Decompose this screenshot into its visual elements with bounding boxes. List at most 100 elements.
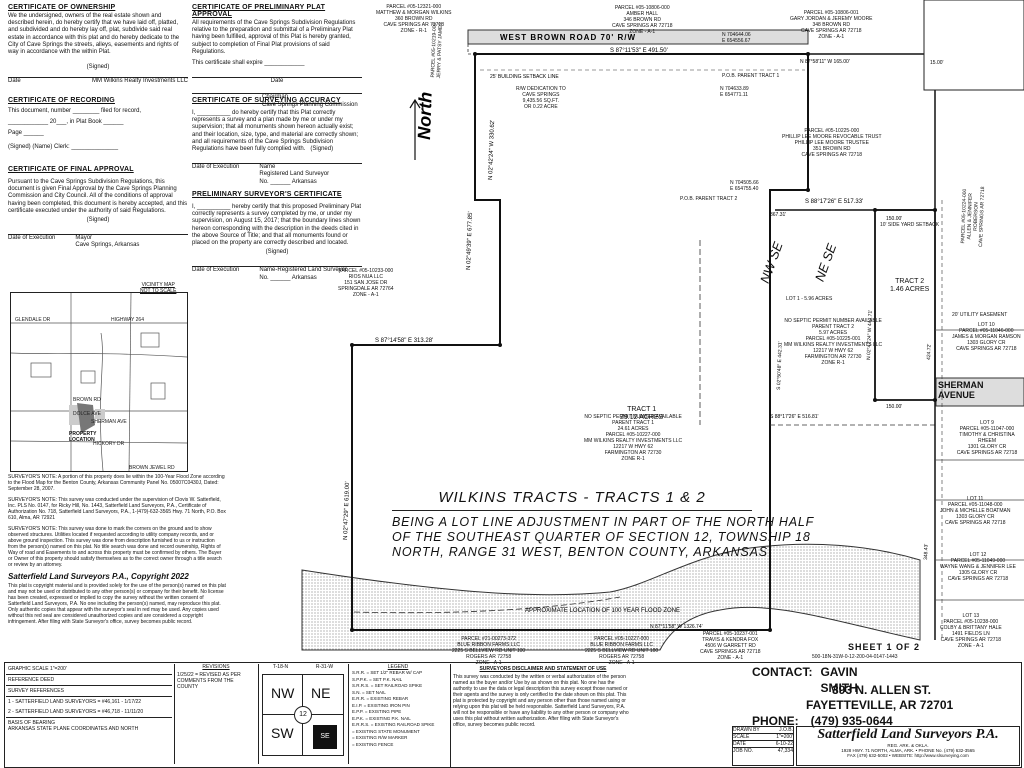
legend-item: S.R.R. = SET 1/2" REBAR W/ CAP [352, 670, 423, 675]
recording-line3: Page ______ [8, 130, 44, 137]
west-brown-road [467, 29, 809, 45]
section-grid: T-18-N R-31-W NW NE SW SE 12 [258, 664, 347, 764]
plat-subtitle: BEING A LOT LINE ADJUSTMENT IN PART OF T… [392, 515, 815, 559]
contact-address1: 393 N. ALLEN ST. [832, 683, 931, 697]
legend-item: E.R.R. = EXISTING REBAR [352, 696, 409, 701]
bearing-150-bottom: 150.00' [886, 404, 902, 410]
preliminary-plat-body: All requirements of the Cave Springs Sub… [192, 20, 358, 55]
copyright-body: This plat is copyright material and is p… [8, 583, 226, 625]
bearing-south: N 87°11'58" W 1326.74' [650, 624, 703, 630]
firm-address: 1928 HWY. 71 NORTH, ALMA, ARK. • PHONE N… [841, 748, 975, 758]
certificate-preliminary-plat: CERTIFICATE OF PRELIMINARY PLAT APPROVAL… [192, 4, 362, 109]
legend-item: E.P.K. = EXISTING P.K. NAIL [352, 715, 411, 721]
bearing-east-lower: 348.43' [923, 544, 930, 560]
recording-line1: This document, number ________ filed for… [8, 108, 142, 114]
vicinity-road-sherman: SHERMAN AVE [91, 419, 127, 425]
parcel-blue-ribbon-21: PARCEL #21-00273-372 BLUE RIBBON FARMS L… [452, 636, 526, 666]
disclaimer-body: This survey was conducted by the written… [453, 674, 629, 728]
preliminary-plat-expire: This certificate shall expire __________… [192, 60, 305, 67]
certificate-surveying-accuracy: CERTIFICATE OF SURVEYING ACCURACY I, ___… [192, 97, 362, 186]
tract2-boundary [874, 209, 936, 401]
legend-item: S.R.R.S. = SET RAILROAD SPIKE [352, 683, 423, 688]
recording-line2: ____________ 20___, in Plat Book ______ [8, 119, 124, 126]
bearing-quarter: S 88°17'26" E 516.81' [770, 414, 819, 420]
disclaimer-box: SURVEYORS DISCLAIMER AND STATEMENT OF US… [450, 664, 635, 768]
side-yard-setback [353, 596, 621, 614]
sheet-corner-box [923, 0, 1024, 91]
legend-item: = EXISTING R/W MARKER [352, 735, 408, 740]
section-number: 12 [294, 706, 312, 724]
parcel-jordan: PARCEL #05-10806-001 GARY JORDAN & JEREM… [790, 10, 873, 40]
parcel-rios: PARCEL #05-10233-000 RIOS NUA LLC 151 SA… [338, 268, 394, 298]
survey-reference-1: 1 - SATTERFIELD LAND SURVEYORS = #46,161… [8, 699, 142, 705]
monuments [350, 52, 937, 632]
contact-address2: FAYETTEVILLE, AR 72701 [806, 698, 954, 712]
certificate-preliminary-surveyor: PRELIMINARY SURVEYOR'S CERTIFICATE I, __… [192, 191, 362, 282]
lot-12-parcel: LOT 12 PARCEL #05-11049-000 WAYNE WANG &… [940, 552, 1016, 582]
legend-item: E.R.R.S. = EXISTING RAILROAD SPIKE [352, 722, 435, 727]
ownership-signature-line: Date MM Wilkins Realty Investments LLC [8, 77, 188, 85]
survey-reference-2: 2 - SATTERFIELD LAND SURVEYORS = #46,718… [6, 707, 172, 718]
vicinity-road-jewel: HICKORY DR [93, 441, 125, 447]
final-date: Date of Execution [8, 235, 56, 242]
firm-name: Satterfield Land Surveyors P.A. [817, 727, 999, 742]
setback-label: 25' BUILDING SETBACK LINE [490, 74, 559, 80]
title-divider [392, 510, 752, 511]
firm-box: Satterfield Land Surveyors P.A. REG. ARK… [796, 726, 1020, 766]
bearing-lot-line: S 02°50'48" E 442.31' [776, 341, 784, 390]
copyright-title: Satterfield Land Surveyors P.A., Copyrig… [8, 572, 189, 581]
section-quad: NW NE SW SE 12 [262, 674, 344, 756]
prelim-surveyor-title: PRELIMINARY SURVEYOR'S CERTIFICATE [192, 191, 342, 198]
survey-references-title: SURVEY REFERENCES [6, 686, 172, 697]
final-body: Pursuant to the Cave Springs Subdivision… [8, 179, 189, 214]
job-number-row: JOB NO.47,334 [733, 748, 793, 754]
ownership-title: CERTIFICATE OF OWNERSHIP [8, 4, 116, 11]
bearing-150-top: 150.00' [886, 216, 902, 222]
pob-parent1: P.O.B. PARENT TRACT 1 [722, 73, 780, 79]
contact-phone-row: PHONE: (479) 935-0644 [752, 713, 893, 729]
parent-tract1-label: NO SEPTIC PERMIT NUMBER AVAILABLE PARENT… [584, 414, 683, 462]
quad-se: SE [313, 725, 337, 749]
surveying-surveyor: Name Registered Land Surveyor No. ______… [259, 164, 330, 185]
preliminary-plat-chairman: Chairman Cave Springs Planning Commissio… [192, 93, 362, 108]
job-label: JOB NO. [733, 748, 754, 754]
plat-drawing: WEST BROWN ROAD 70' R/W S 87°11'53" E 49… [301, 0, 1024, 651]
tract1-label: TRACT 1 29.12 ACRES [620, 406, 664, 421]
certificate-final-approval: CERTIFICATE OF FINAL APPROVAL Pursuant t… [8, 166, 188, 250]
date-value: 6-10-22 [775, 741, 793, 747]
prelim-surveyor-name: Name-Registered Land Surveyor No. ______… [259, 267, 348, 281]
tract2-label: TRACT 2 1.46 ACRES [890, 278, 930, 293]
surveying-date: Date of Execution [192, 164, 240, 171]
plat-title-block: WILKINS TRACTS - TRACTS 1 & 2 BEING A LO… [392, 489, 815, 560]
ownership-company: MM Wilkins Realty Investments LLC [91, 78, 188, 85]
bearing-west-mid: N 02°49'39" E 677.85' [466, 211, 474, 270]
coord-1: N 704644.06 E 654556.67 [722, 32, 751, 44]
road-label: WEST BROWN ROAD 70' R/W [500, 33, 636, 42]
ownership-body: We the undersigned, owners of the real e… [8, 13, 181, 56]
vicinity-road-brown: BROWN RD [73, 397, 101, 403]
drawn-value: J.O.B. [779, 727, 793, 733]
legend-item: S.N. = SET NAIL [352, 689, 386, 695]
flood-zone [301, 543, 921, 651]
sherman-avenue [935, 377, 1024, 407]
bearing-north-tract1: S 87°11'53" E 491.50' [610, 48, 668, 54]
parent-tract2-boundary [775, 53, 936, 211]
township-label: T-18-N [272, 664, 289, 670]
note-markings: SURVEYOR'S NOTE: This survey was done to… [8, 526, 222, 568]
drawn-label: DRAWN BY [733, 727, 760, 733]
bearing-tract2-top: S 88°17'26" E 517.33' [805, 199, 863, 205]
lot-13-parcel: LOT 13 PARCEL #05-10238-000 COLBY & BRIT… [940, 613, 1002, 649]
prelim-surveyor-signature-line: Date of Execution Name-Registered Land S… [192, 266, 362, 281]
note-flood: SURVEYOR'S NOTE: A portion of this prope… [8, 474, 225, 492]
east-parcel-lines [935, 329, 1024, 601]
bearing-west-upper: N 02°42'24" W 330.62' [488, 120, 496, 180]
contact-phone: (479) 935-0644 [810, 714, 893, 728]
bearing-tract2-east: 424.72' [926, 344, 933, 360]
bearing-tract2-west: N 02°42'24" W 442.71' [866, 310, 874, 360]
parcel-hall: PARCEL #05-10806-000 AMBER HALL 346 BROW… [612, 5, 673, 35]
surveying-signature-line: Date of Execution Name Registered Land S… [192, 163, 362, 186]
